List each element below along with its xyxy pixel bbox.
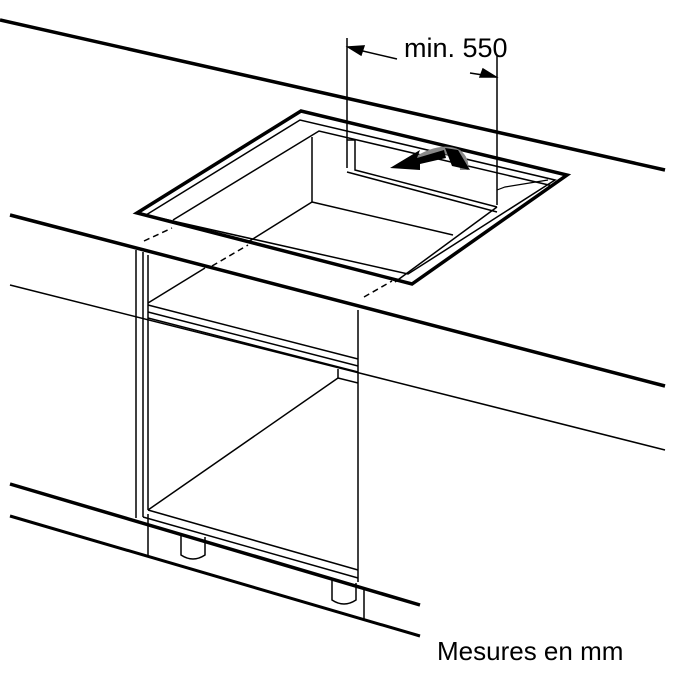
hidden-lines xyxy=(143,227,393,298)
worktop-cutout xyxy=(132,109,572,286)
dimension-marker xyxy=(345,38,499,205)
cabinet-foot xyxy=(331,580,357,605)
cabinet-foot xyxy=(180,535,206,560)
units-note: Mesures en mm xyxy=(437,636,624,666)
plinth xyxy=(9,482,421,638)
tilt-arrow-icon xyxy=(390,146,470,170)
base-cabinet xyxy=(135,250,365,620)
dimension-label: min. 550 xyxy=(404,33,508,63)
